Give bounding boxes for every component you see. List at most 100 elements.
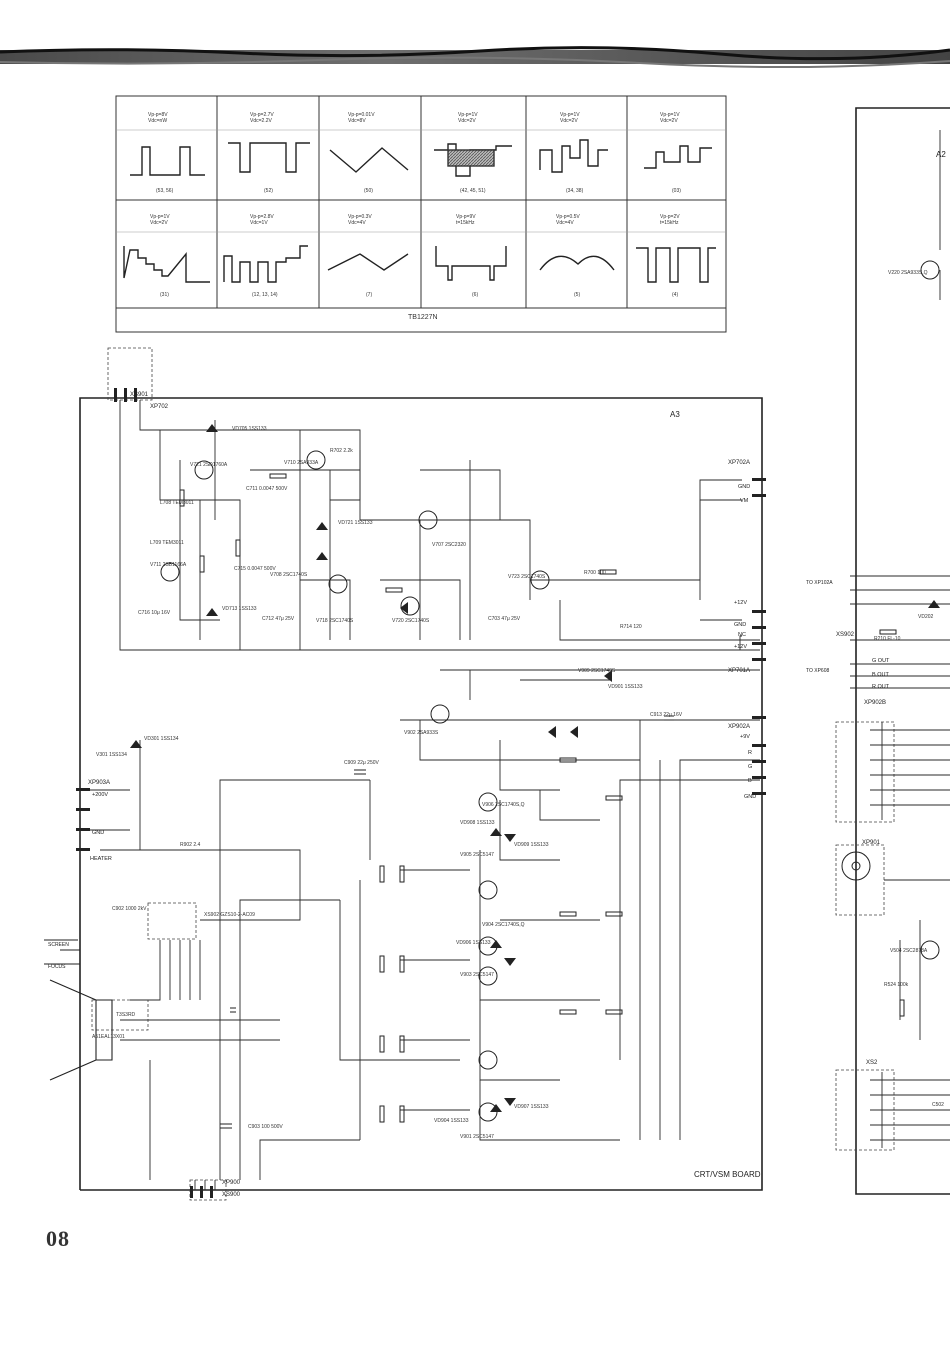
part-r714: R714 120	[620, 624, 642, 630]
part-c711: C711 0.0047 500V	[246, 486, 288, 492]
wf-meta-52-b: Vdc=2.2V	[250, 118, 272, 124]
wf-label-4: (4)	[672, 292, 679, 298]
part-c909: C909 22μ 250V	[344, 760, 379, 766]
wf-label-42: (42, 45, 51)	[460, 188, 486, 194]
waveform-12-13-14	[223, 245, 308, 283]
wiring	[90, 130, 950, 1190]
part-v711: V711 2SB1166A	[150, 562, 187, 568]
part-r210: R210 FL-10	[874, 636, 901, 642]
waveform-42-45-51-fill	[447, 149, 495, 167]
waveform-4	[636, 247, 716, 283]
part-c902: C902 1000 2kV	[112, 906, 147, 912]
part-c903: C903 100 500V	[248, 1124, 283, 1130]
semiconductor-symbols	[160, 260, 940, 1122]
pin-b: B	[748, 778, 752, 784]
conn-xp903a: XP903A	[88, 780, 111, 786]
waveform-03	[644, 145, 712, 169]
part-l708: L708 TEM3011	[160, 500, 194, 506]
conn-xs2: XS2	[866, 1060, 878, 1066]
pin-r-out: R OUT	[872, 684, 890, 690]
part-c716: C716 10μ 16V	[138, 610, 171, 616]
conn-xp702: XP702	[150, 404, 169, 410]
wf-meta-31-b: Vdc=2V	[150, 220, 168, 226]
part-v906: V906 2SC1740S,Q	[482, 802, 525, 808]
part-vd705: VD705 1SS133	[232, 426, 267, 432]
part-vd904: VD904 1SS133	[434, 1118, 469, 1124]
part-l709: L709 TEM3011	[150, 540, 184, 546]
waveforms-row-1	[130, 139, 712, 177]
part-v220: V220 2SA933S,Q	[888, 270, 928, 276]
waveform-31	[123, 246, 210, 283]
conn-xp902b: XP902B	[864, 700, 887, 706]
conn-to-xp102a: TO XP102A	[806, 580, 833, 586]
part-v718: V718 2SC1740S	[316, 618, 354, 624]
wf-meta-5-b: Vdc=4V	[556, 220, 574, 226]
wf-meta-6-b: t=15kHz	[456, 220, 475, 226]
pin-gnd-3: GND	[744, 794, 757, 800]
wf-meta-7-b: Vdc=4V	[348, 220, 366, 226]
wf-meta-6-a: Vp-p=9V	[456, 214, 476, 220]
wf-label-03: (03)	[672, 188, 681, 194]
pin-gnd-4: GND	[92, 830, 105, 836]
part-vd721: VD721 1SS133	[338, 520, 373, 526]
part-v504: V504 2SC2878A	[890, 948, 928, 954]
pin-200v: +200V	[92, 792, 109, 798]
wf-meta-34-b: Vdc=2V	[560, 118, 578, 124]
part-r702: R702 2.2k	[330, 448, 353, 454]
part-v909: V909 2SC1740S	[578, 668, 616, 674]
part-v901: V901 2SC5147	[460, 1134, 494, 1140]
conn-xp701a: XP701A	[728, 668, 751, 674]
part-c712: C712 47μ 25V	[262, 616, 295, 622]
pin-gnd-2: GND	[734, 622, 747, 628]
part-xs902a: XS902 GZS10-2-AC09	[204, 912, 255, 918]
waveforms-row-2	[123, 245, 716, 283]
wf-label-53-56: (53, 56)	[156, 188, 174, 194]
part-c913: C913 22μ 16V	[650, 712, 683, 718]
pin-9v: +9V	[740, 734, 750, 740]
part-v710: V710 2SA933A	[284, 460, 319, 466]
wf-meta-52-a: Vp-p=2.7V	[250, 112, 274, 118]
part-vd908: VD908 1SS133	[460, 820, 495, 826]
pin-gnd-1: GND	[738, 484, 751, 490]
pin-nc: NC	[738, 632, 746, 638]
wf-meta-12-b: Vdc=1V	[250, 220, 268, 226]
part-r700: R700 100	[584, 570, 606, 576]
a2-board-outline	[855, 107, 950, 1195]
wf-meta-50-a: Vp-p=0.01V	[348, 112, 375, 118]
scan-edge-band	[0, 46, 950, 69]
board-a3-footer: CRT/VSM BOARD	[694, 1170, 761, 1179]
wf-meta-53-56-b: Vdc=nW	[148, 118, 168, 124]
pin-g-out: G OUT	[872, 658, 890, 664]
wf-label-52: (52)	[264, 188, 273, 194]
wf-label-50: (50)	[364, 188, 373, 194]
connector-outlines	[91, 347, 895, 1201]
part-v723: V723 2SC1740S	[508, 574, 546, 580]
diode-symbols	[130, 424, 940, 1112]
conn-xp902a: XP902A	[728, 724, 751, 730]
wf-meta-5-a: Vp-p=0.5V	[556, 214, 580, 220]
part-v903: V903 2SC5147	[460, 972, 494, 978]
pin-screen: SCREEN	[48, 942, 69, 948]
waveform-6	[435, 246, 507, 281]
wf-meta-03-a: Vp-p=1V	[660, 112, 680, 118]
conn-xs901: XS901	[130, 392, 149, 398]
board-a2-name: A2	[936, 150, 946, 159]
passive-symbols	[179, 473, 905, 1129]
wf-label-5: (5)	[574, 292, 581, 298]
waveform-7	[327, 253, 409, 271]
part-vd301: VD301 1SS134	[144, 736, 179, 742]
pin-vm: VM	[740, 498, 749, 504]
part-v721: V721 2SD1760A	[190, 462, 228, 468]
conn-xs902: XS902	[836, 632, 855, 638]
conn-xp900: XP900	[222, 1180, 241, 1186]
wf-label-34: (34, 38)	[566, 188, 584, 194]
part-v720: V720 2SC1740S	[392, 618, 430, 624]
waveform-34-38	[539, 139, 608, 173]
part-c703: C703 47μ 25V	[488, 616, 521, 622]
conn-xs900: XS900	[222, 1192, 241, 1198]
waveform-table	[115, 95, 727, 333]
wf-meta-53-56-a: Vp-p=8V	[148, 112, 168, 118]
wf-label-7: (7)	[366, 292, 373, 298]
board-a3-name: A3	[670, 410, 680, 419]
